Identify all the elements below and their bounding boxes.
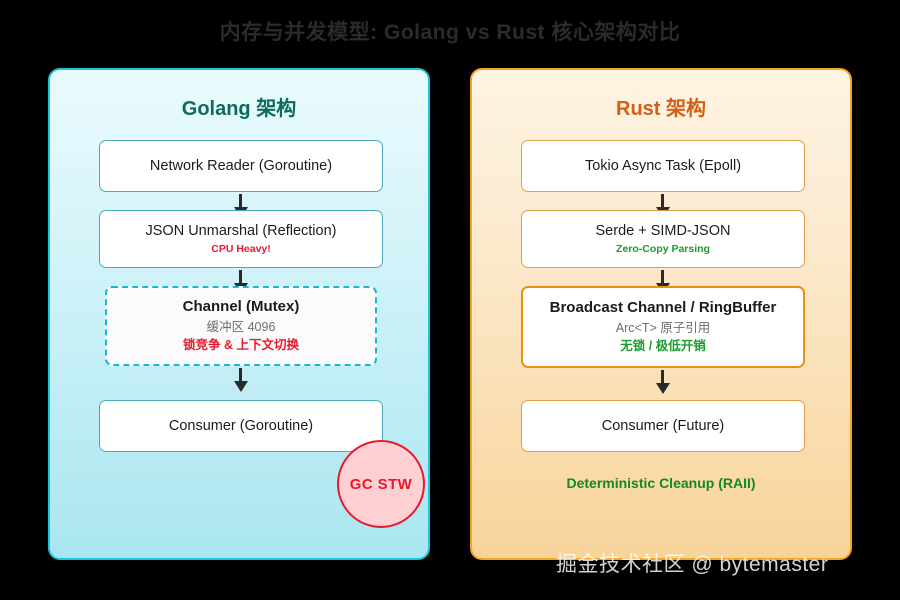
arrow-g-1 [239, 194, 242, 208]
flow-box-json-unmarshal[interactable]: JSON Unmarshal (Reflection) CPU Heavy! [99, 210, 383, 268]
flow-box-broadcast-channel[interactable]: Broadcast Channel / RingBuffer Arc<T> 原子… [521, 286, 805, 368]
panel-golang: Golang 架构 Network Reader (Goroutine) JSO… [48, 68, 430, 560]
flow-box-tokio-async-task[interactable]: Tokio Async Task (Epoll) [521, 140, 805, 192]
page-title: 内存与并发模型: Golang vs Rust 核心架构对比 [219, 21, 681, 44]
flow-box-subtitle: 缓冲区 4096 [206, 319, 276, 334]
raii-note: Deterministic Cleanup (RAII) [566, 475, 756, 491]
flow-box-title: Consumer (Goroutine) [168, 417, 314, 434]
arrow-g-3 [239, 368, 242, 382]
flow-box-network-reader[interactable]: Network Reader (Goroutine) [99, 140, 383, 192]
flow-box-highlight: 无锁 / 极低开销 [620, 339, 706, 354]
flow-box-consumer-goroutine[interactable]: Consumer (Goroutine) [99, 400, 383, 452]
flow-box-serde-simd-json[interactable]: Serde + SIMD-JSON Zero-Copy Parsing [521, 210, 805, 268]
arrow-g-2 [239, 270, 242, 284]
flow-box-title: JSON Unmarshal (Reflection) [145, 222, 337, 239]
flow-box-subtitle: Zero-Copy Parsing [616, 243, 710, 255]
watermark: 掘金技术社区 @ bytemaster [556, 553, 829, 576]
panel-rust: Rust 架构 Tokio Async Task (Epoll) Serde +… [470, 68, 852, 560]
flow-box-channel-mutex[interactable]: Channel (Mutex) 缓冲区 4096 锁竞争 & 上下文切换 [105, 286, 377, 366]
arrow-r-2 [661, 270, 664, 284]
panel-rust-title: Rust 架构 [616, 98, 706, 120]
panel-golang-title: Golang 架构 [181, 98, 297, 120]
flow-box-consumer-future[interactable]: Consumer (Future) [521, 400, 805, 452]
flow-box-subtitle: CPU Heavy! [211, 243, 271, 255]
flow-box-title: Broadcast Channel / RingBuffer [549, 299, 777, 316]
flow-box-title: Channel (Mutex) [182, 298, 300, 315]
flow-box-title: Tokio Async Task (Epoll) [584, 157, 742, 174]
flow-box-title: Network Reader (Goroutine) [149, 157, 333, 174]
flow-box-title: Serde + SIMD-JSON [595, 222, 731, 239]
gc-stw-badge[interactable]: GC STW [337, 440, 425, 528]
arrow-r-1 [661, 194, 664, 208]
flow-box-subtitle: Arc<T> 原子引用 [615, 320, 711, 335]
flow-box-title: Consumer (Future) [601, 417, 725, 434]
flow-box-warning: 锁竞争 & 上下文切换 [183, 338, 299, 353]
arrow-r-3 [661, 370, 664, 384]
